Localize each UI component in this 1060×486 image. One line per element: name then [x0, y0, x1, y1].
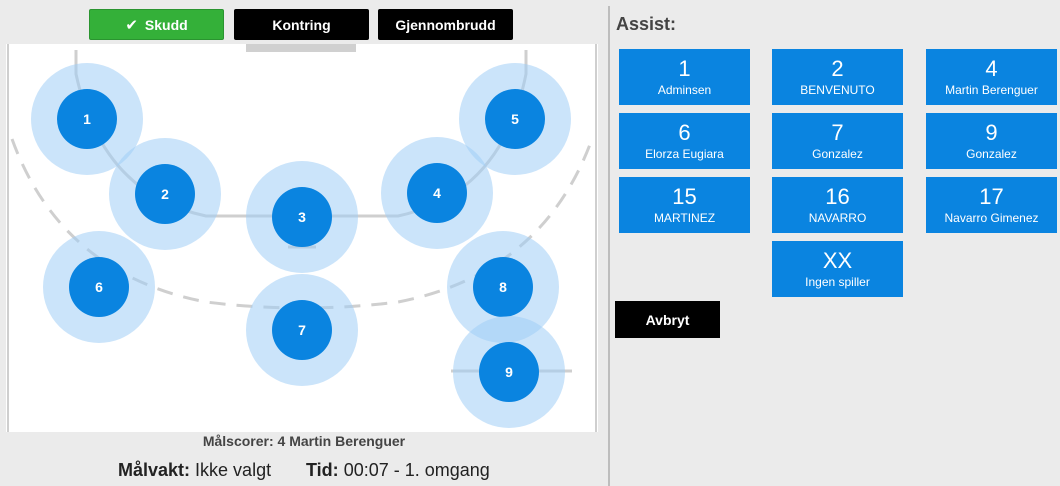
position-8-marker: 8 [473, 257, 533, 317]
player-number: 17 [979, 183, 1004, 209]
assist-player-button[interactable]: 9 Gonzalez [926, 113, 1057, 169]
player-number: 16 [825, 183, 850, 209]
player-name: NAVARRO [808, 210, 867, 225]
player-name: Gonzalez [966, 146, 1017, 161]
goal [246, 44, 356, 52]
time-label: Tid: [306, 460, 339, 480]
player-name: Adminsen [657, 82, 712, 97]
player-number: 9 [985, 119, 998, 145]
position-1-marker: 1 [57, 89, 117, 149]
position-2-marker: 2 [135, 164, 195, 224]
assist-player-button[interactable]: 6 Elorza Eugiara [619, 113, 750, 169]
goal-scorer-text: Målscorer: 4 Martin Berenguer [202, 433, 406, 449]
assist-player-button[interactable]: 7 Gonzalez [772, 113, 903, 169]
player-name: MARTINEZ [653, 210, 716, 225]
player-name: Navarro Gimenez [944, 210, 1039, 225]
position-6-marker: 6 [69, 257, 129, 317]
skudd-button[interactable]: ✔ Skudd [89, 9, 224, 40]
panel-divider [608, 6, 610, 486]
court-position-2[interactable]: 2 [109, 138, 221, 250]
goalkeeper-value: Ikke valgt [195, 460, 272, 480]
court-position-7[interactable]: 7 [246, 274, 358, 386]
position-5-marker: 5 [485, 89, 545, 149]
player-number: XX [822, 247, 853, 273]
player-number: 4 [985, 55, 998, 81]
skudd-label: Skudd [144, 16, 188, 33]
goalkeeper-label: Målvakt: [118, 460, 191, 480]
position-9-marker: 9 [479, 342, 539, 402]
assist-panel: Assist: 1 Adminsen 2 BENVENUTO 4 Martin … [610, 0, 1060, 486]
goalkeeper-info: Målvakt: Ikke valgt [118, 460, 271, 481]
time-info: Tid: 00:07 - 1. omgang [306, 460, 490, 481]
player-number: 1 [678, 55, 691, 81]
check-icon: ✔ [125, 16, 138, 34]
shot-panel: ✔ Skudd Kontring Gjennombrudd 1 2 3 4 5 [6, 9, 598, 481]
court-position-3[interactable]: 3 [246, 161, 358, 273]
player-name: Elorza Eugiara [645, 146, 724, 161]
court-position-4[interactable]: 4 [381, 137, 493, 249]
player-name: Ingen spiller [805, 274, 870, 289]
player-name: Martin Berenguer [945, 82, 1038, 97]
time-value: 00:07 - 1. omgang [343, 460, 490, 480]
player-name: Gonzalez [812, 146, 863, 161]
no-player-button[interactable]: XX Ingen spiller [772, 241, 903, 297]
assist-player-button[interactable]: 2 BENVENUTO [772, 49, 903, 105]
assist-title: Assist: [616, 14, 677, 34]
gjennombrudd-button[interactable]: Gjennombrudd [378, 9, 513, 40]
assist-player-button[interactable]: 15 MARTINEZ [619, 177, 750, 233]
player-number: 15 [672, 183, 697, 209]
court-position-6[interactable]: 6 [43, 231, 155, 343]
position-7-marker: 7 [272, 300, 332, 360]
assist-player-button[interactable]: 17 Navarro Gimenez [926, 177, 1057, 233]
assist-player-button[interactable]: 16 NAVARRO [772, 177, 903, 233]
court-position-5[interactable]: 5 [459, 63, 571, 175]
assist-player-button[interactable]: 4 Martin Berenguer [926, 49, 1057, 105]
player-number: 7 [831, 119, 844, 145]
player-number: 2 [831, 55, 844, 81]
assist-player-button[interactable]: 1 Adminsen [619, 49, 750, 105]
handball-court: 1 2 3 4 5 6 7 8 9 [6, 44, 598, 432]
cancel-button[interactable]: Avbryt [615, 301, 720, 338]
kontring-button[interactable]: Kontring [234, 9, 369, 40]
position-3-marker: 3 [272, 187, 332, 247]
court-position-9[interactable]: 9 [453, 316, 565, 428]
position-4-marker: 4 [407, 163, 467, 223]
player-name: BENVENUTO [800, 82, 875, 97]
player-number: 6 [678, 119, 691, 145]
